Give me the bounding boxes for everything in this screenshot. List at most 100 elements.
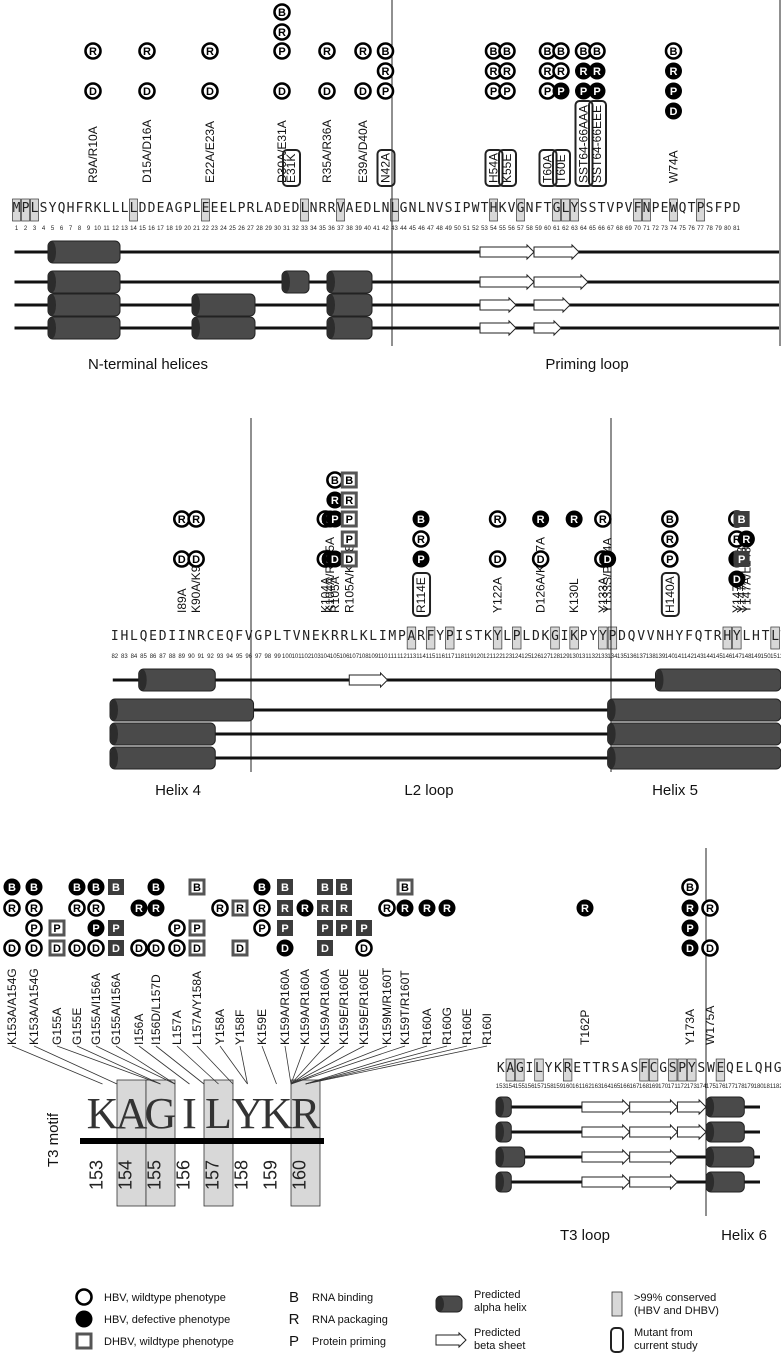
mutant-label: D126A/K127A: [534, 537, 548, 613]
dhbv-def-marker: [317, 879, 333, 895]
helix-cap: [607, 699, 616, 721]
marker-letter: B: [401, 882, 409, 894]
residue: A: [166, 201, 174, 216]
mutant-label: R9A/R10A: [86, 126, 100, 183]
conserved-residue: [129, 198, 138, 222]
residue-number: 105: [330, 654, 341, 660]
mutant-label: G155A: [50, 1008, 64, 1045]
marker-letter: P: [360, 923, 367, 935]
helix-cap: [327, 271, 335, 293]
hbv-wt-marker: [681, 878, 699, 896]
residue-number: 168: [639, 1084, 650, 1090]
mutant-label: D30A/E31A: [275, 120, 289, 183]
residue-number: 107: [349, 654, 360, 660]
marker-letter: R: [345, 495, 353, 507]
marker-letter: R: [593, 66, 601, 78]
residue: V: [637, 629, 645, 644]
dhbv-wt-marker: [340, 491, 358, 509]
residue-number: 170: [658, 1084, 669, 1090]
residue: T: [704, 629, 712, 644]
residue-number: 155: [515, 1084, 526, 1090]
region-label: Priming loop: [545, 356, 628, 373]
residue: S: [580, 201, 588, 216]
residue-number: 149: [751, 654, 762, 660]
residue-number: 175: [706, 1084, 717, 1090]
legend-letter-r: R: [289, 1311, 300, 1328]
residue-number: 55: [499, 226, 506, 232]
marker-letter: R: [89, 46, 97, 58]
residue-number: 80: [724, 226, 731, 232]
dhbv-def-marker: [733, 551, 750, 567]
residue: R: [247, 201, 255, 216]
residue-number: 135: [617, 654, 628, 660]
residue: Y: [49, 201, 57, 216]
connector-line: [261, 1045, 277, 1085]
connector-line: [33, 1045, 118, 1085]
residue-number: 141: [674, 654, 685, 660]
hbv-wt-marker: [68, 939, 86, 957]
motif-letter: G: [145, 1089, 177, 1138]
residue-number: 94: [226, 654, 233, 660]
residue: T: [544, 201, 552, 216]
conserved-residue: [732, 626, 742, 650]
residue: P: [264, 629, 272, 644]
residue-number: 5: [51, 226, 55, 232]
helix-cap: [48, 241, 56, 263]
residue-number: 117: [445, 654, 455, 660]
marker-letter: B: [345, 475, 353, 487]
residue: K: [484, 629, 492, 644]
motif-letter: A: [116, 1089, 148, 1138]
residue: R: [328, 201, 336, 216]
residue: L: [771, 629, 779, 644]
region-label: Helix 6: [721, 1227, 767, 1244]
helix-cap: [496, 1122, 504, 1142]
marker-letter: P: [346, 534, 353, 546]
conserved-residue: [390, 198, 399, 222]
marker-letter: R: [301, 903, 309, 915]
mutant-label: H54A: [487, 153, 501, 183]
residue-number: 124: [512, 654, 523, 660]
hbv-wt-marker: [138, 42, 156, 60]
residue: F: [235, 629, 243, 644]
residue: P: [697, 201, 705, 216]
residue-number: 156: [524, 1084, 535, 1090]
residue-number: 51: [463, 226, 470, 232]
residue-number: 79: [715, 226, 722, 232]
hbv-wt-marker: [531, 550, 550, 568]
residue-number: 179: [744, 1084, 755, 1090]
hbv-wt-marker: [661, 530, 679, 548]
conserved-residue: [12, 198, 21, 222]
residue-number: 36: [328, 226, 335, 232]
hbv-def-marker: [418, 899, 436, 917]
residue: L: [535, 1061, 543, 1076]
marker-letter: B: [278, 7, 286, 19]
residue: H: [67, 201, 75, 216]
hbv-def-marker: [681, 919, 699, 937]
current-study-box: [282, 149, 301, 187]
residue-number: 116: [435, 654, 445, 660]
conserved-residue: [598, 626, 608, 650]
motif-number: 160: [290, 1160, 310, 1190]
marker-letter: R: [666, 534, 674, 546]
mutant-label: Y158F: [233, 1010, 247, 1045]
residue: S: [669, 1061, 677, 1076]
marker-letter: D: [192, 554, 200, 566]
residue: S: [697, 1061, 705, 1076]
hbv-def-marker: [576, 899, 594, 917]
residue-number: 151: [770, 654, 781, 660]
residue-number: 38: [346, 226, 353, 232]
beta-sheet: [533, 296, 571, 314]
connector-line: [290, 1045, 345, 1085]
residue-number: 11: [103, 226, 110, 232]
conserved-residue: [550, 626, 560, 650]
dhbv-wt-marker: [188, 939, 206, 957]
marker-letter: B: [258, 882, 266, 894]
residue-number: 157: [534, 1084, 545, 1090]
dhbv-wt-marker: [340, 471, 358, 489]
marker-letter: D: [112, 943, 120, 955]
residue: E: [220, 201, 228, 216]
residue: S: [40, 201, 48, 216]
residue-number: 137: [636, 654, 647, 660]
legend-text: Predicted: [474, 1327, 520, 1339]
